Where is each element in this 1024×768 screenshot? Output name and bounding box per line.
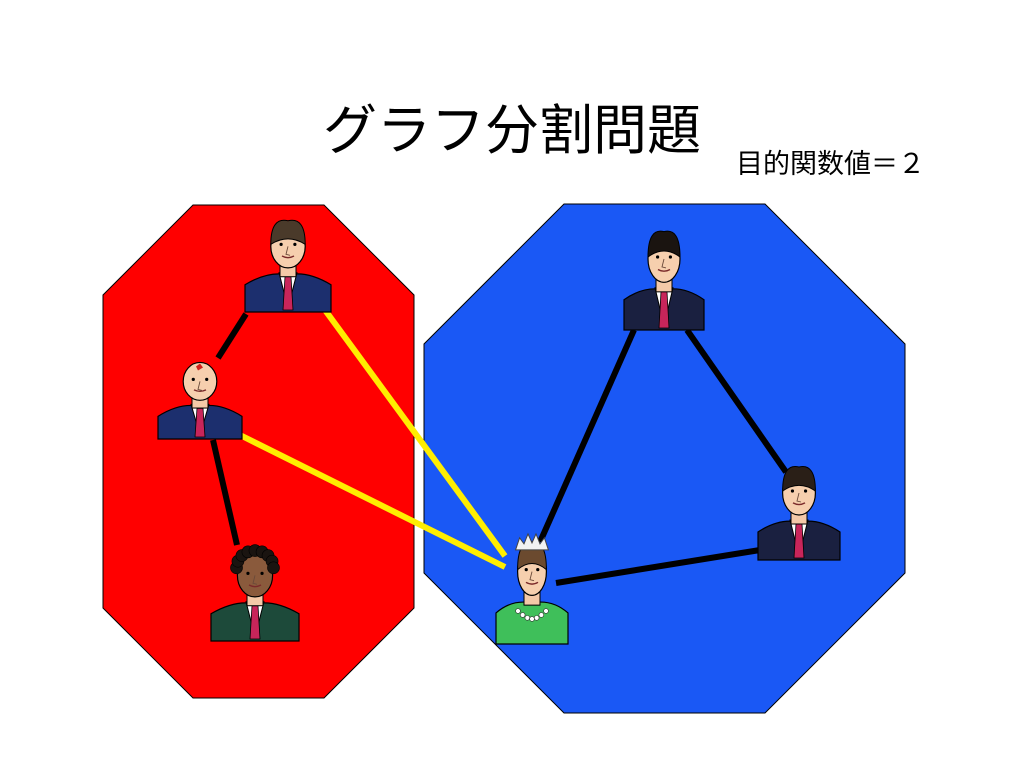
- edge-queen-to-man-right: [555, 547, 761, 586]
- man-portrait-icon: [244, 219, 332, 313]
- edge-man-top-right-to-queen: [537, 328, 637, 544]
- cut-edge-man-middle-left-to-queen: [238, 432, 507, 570]
- page-title: グラフ分割問題: [323, 99, 701, 162]
- queen-with-crown-portrait-icon: [495, 532, 569, 645]
- crown-icon: [514, 532, 550, 551]
- cut-edge-man-top-left-to-queen: [322, 308, 508, 558]
- edge-man-top-left-to-man-middle-left: [215, 312, 249, 360]
- bald-man-portrait-icon: [157, 361, 243, 440]
- objective-value-label: 目的関数値＝２: [736, 149, 925, 180]
- man-portrait-icon: [757, 466, 841, 561]
- edge-man-middle-left-to-man-bottom-left: [210, 439, 240, 546]
- edge-man-top-right-to-man-right: [684, 328, 789, 474]
- man-portrait-icon: [623, 230, 705, 331]
- curly-hair-man-portrait-icon: [210, 544, 300, 642]
